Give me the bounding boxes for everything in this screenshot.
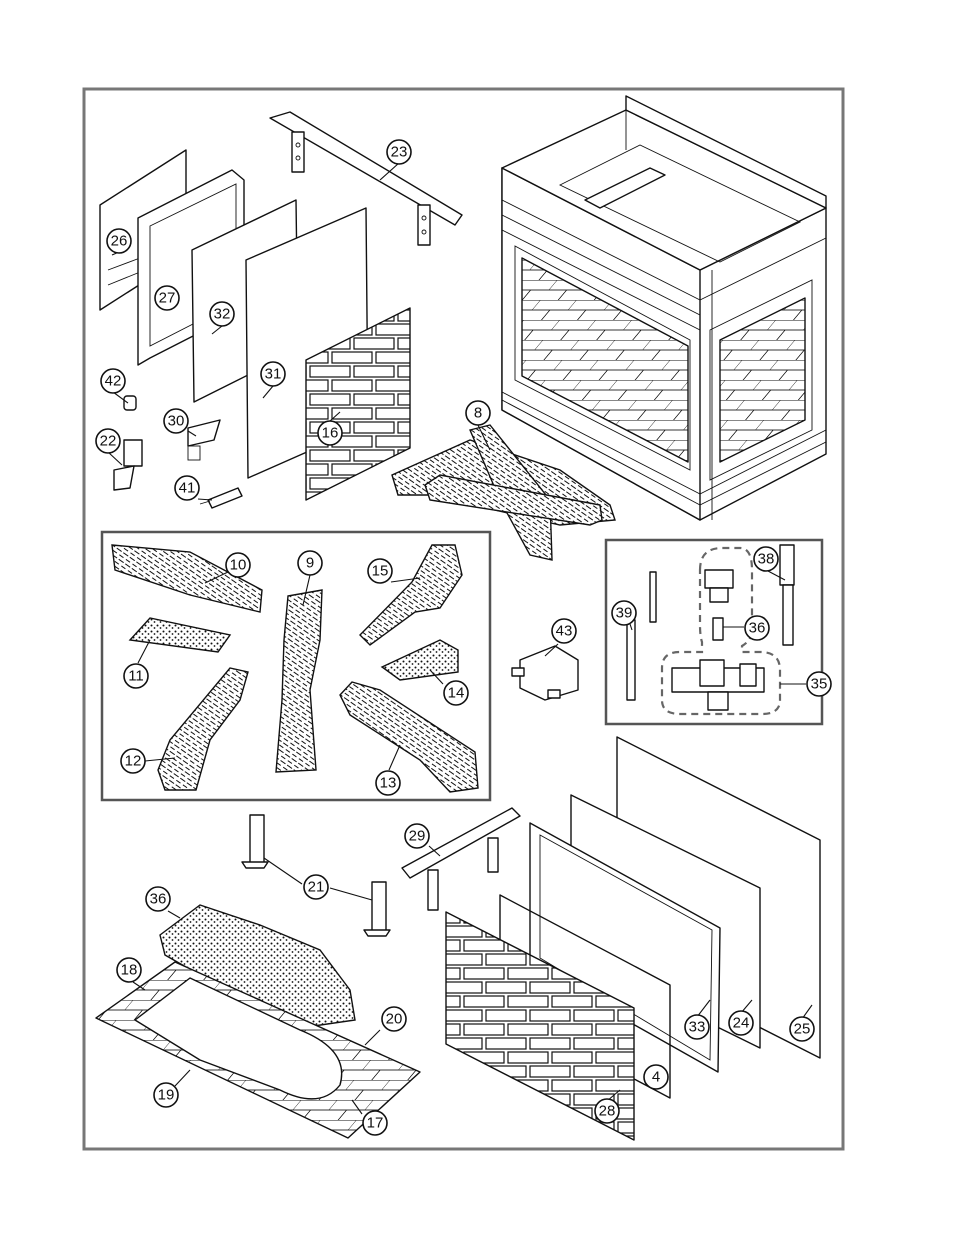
svg-text:17: 17 <box>367 1115 384 1132</box>
svg-text:29: 29 <box>409 828 426 845</box>
svg-text:41: 41 <box>179 480 196 497</box>
svg-text:16: 16 <box>322 425 339 442</box>
callout-43: 43 <box>552 619 576 643</box>
callout-9: 9 <box>298 551 322 575</box>
callout-39: 39 <box>612 601 636 625</box>
svg-text:39: 39 <box>616 605 633 622</box>
callout-27: 27 <box>155 286 179 310</box>
svg-text:20: 20 <box>386 1011 403 1028</box>
svg-text:32: 32 <box>214 306 231 323</box>
svg-text:28: 28 <box>599 1103 616 1120</box>
callout-32: 32 <box>210 302 234 326</box>
callout-14: 14 <box>444 681 468 705</box>
svg-text:25: 25 <box>794 1021 811 1038</box>
callout-30: 30 <box>164 409 188 433</box>
callout-13: 13 <box>376 771 400 795</box>
svg-text:18: 18 <box>121 962 138 979</box>
callout-33: 33 <box>685 1015 709 1039</box>
log-11 <box>130 618 230 652</box>
callout-35: 35 <box>807 672 831 696</box>
svg-text:8: 8 <box>474 405 482 422</box>
log-9 <box>276 590 322 772</box>
callout-17: 17 <box>363 1111 387 1135</box>
svg-text:14: 14 <box>448 685 465 702</box>
callout-31: 31 <box>261 362 285 386</box>
callout-16: 16 <box>318 421 342 445</box>
svg-text:27: 27 <box>159 290 176 307</box>
callout-19: 19 <box>154 1083 178 1107</box>
callout-38: 38 <box>754 547 778 571</box>
svg-text:42: 42 <box>105 373 122 390</box>
callout-18: 18 <box>117 958 141 982</box>
callout-36-burner: 36 <box>745 616 769 640</box>
svg-text:13: 13 <box>380 775 397 792</box>
callout-21: 21 <box>304 875 328 899</box>
svg-text:22: 22 <box>100 433 117 450</box>
callout-26: 26 <box>107 229 131 253</box>
svg-text:38: 38 <box>758 551 775 568</box>
callout-12: 12 <box>121 749 145 773</box>
callout-15: 15 <box>368 559 392 583</box>
callout-29: 29 <box>405 824 429 848</box>
part-42 <box>124 396 136 410</box>
svg-text:23: 23 <box>391 144 408 161</box>
callout-22: 22 <box>96 429 120 453</box>
svg-text:43: 43 <box>556 623 573 640</box>
svg-text:35: 35 <box>811 676 828 693</box>
callout-11: 11 <box>124 664 148 688</box>
svg-text:30: 30 <box>168 413 185 430</box>
log-14 <box>382 640 458 680</box>
svg-text:24: 24 <box>733 1015 750 1032</box>
callout-28: 28 <box>595 1099 619 1123</box>
svg-text:12: 12 <box>125 753 142 770</box>
callout-23: 23 <box>387 140 411 164</box>
part-41 <box>200 488 242 508</box>
svg-text:36: 36 <box>150 891 167 908</box>
part-43-valve <box>512 646 578 700</box>
svg-text:4: 4 <box>652 1069 660 1086</box>
svg-text:33: 33 <box>689 1019 706 1036</box>
callout-4: 4 <box>644 1065 668 1089</box>
fireplace-unit <box>502 96 826 520</box>
callout-42: 42 <box>101 369 125 393</box>
svg-text:21: 21 <box>308 879 325 896</box>
svg-text:36: 36 <box>749 620 766 637</box>
callout-20: 20 <box>382 1007 406 1031</box>
callout-25: 25 <box>790 1017 814 1041</box>
svg-text:31: 31 <box>265 366 282 383</box>
log-12 <box>158 668 248 790</box>
svg-text:15: 15 <box>372 563 389 580</box>
callout-36-emberbed: 36 <box>146 887 170 911</box>
svg-text:19: 19 <box>158 1087 175 1104</box>
bracket-29 <box>402 808 520 910</box>
callout-10: 10 <box>226 553 250 577</box>
svg-text:11: 11 <box>128 668 144 685</box>
callout-41: 41 <box>175 476 199 500</box>
part-30 <box>188 420 220 446</box>
callout-24: 24 <box>729 1011 753 1035</box>
svg-text:9: 9 <box>306 555 314 572</box>
svg-text:10: 10 <box>230 557 247 574</box>
callout-8: 8 <box>466 401 490 425</box>
svg-text:26: 26 <box>111 233 128 250</box>
